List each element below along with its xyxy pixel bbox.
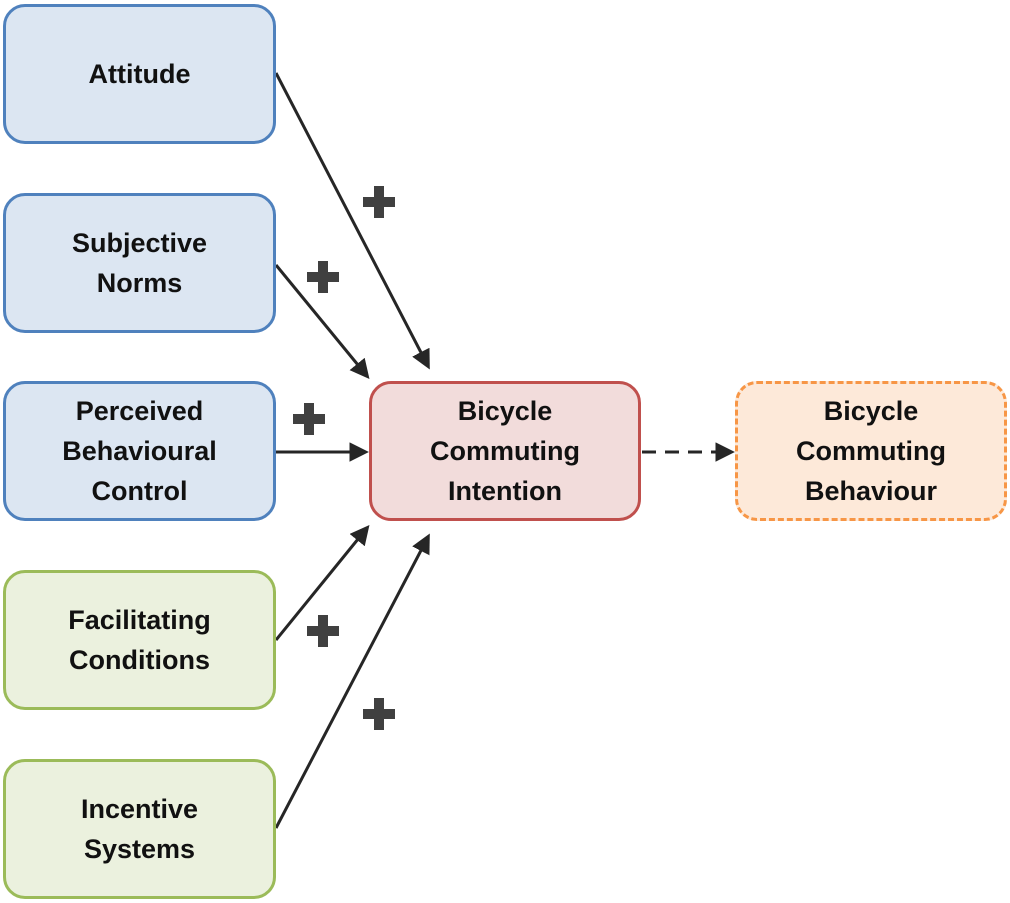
node-facilitating-conditions-label: Facilitating Conditions [68, 605, 211, 675]
arrow-attitude-to-intention [274, 72, 430, 370]
node-incentive-systems: Incentive Systems [3, 759, 276, 899]
arrow-incentive-systems-to-intention [274, 533, 430, 829]
arrow-subjective-norms-to-intention [274, 264, 370, 380]
node-perceived-behavioural-control-label: Perceived Behavioural Control [62, 396, 217, 506]
plus-icon [363, 698, 395, 730]
node-attitude: Attitude [3, 4, 276, 144]
node-incentive-systems-label: Incentive Systems [80, 794, 199, 864]
arrow-facilitating-conditions-to-intention [274, 524, 370, 641]
node-attitude-label: Attitude [88, 59, 191, 89]
node-bicycle-commuting-intention-label: Bicycle Commuting Intention [430, 396, 580, 506]
node-bicycle-commuting-behaviour: Bicycle Commuting Behaviour [735, 381, 1007, 521]
node-subjective-norms: Subjective Norms [3, 193, 276, 333]
node-perceived-behavioural-control: Perceived Behavioural Control [3, 381, 276, 521]
plus-icon [363, 186, 395, 218]
node-bicycle-commuting-behaviour-label: Bicycle Commuting Behaviour [796, 396, 946, 506]
plus-icon [307, 615, 339, 647]
plus-icon [293, 403, 325, 435]
node-bicycle-commuting-intention: Bicycle Commuting Intention [369, 381, 641, 521]
node-subjective-norms-label: Subjective Norms [71, 228, 208, 298]
plus-icon [307, 261, 339, 293]
node-facilitating-conditions: Facilitating Conditions [3, 570, 276, 710]
